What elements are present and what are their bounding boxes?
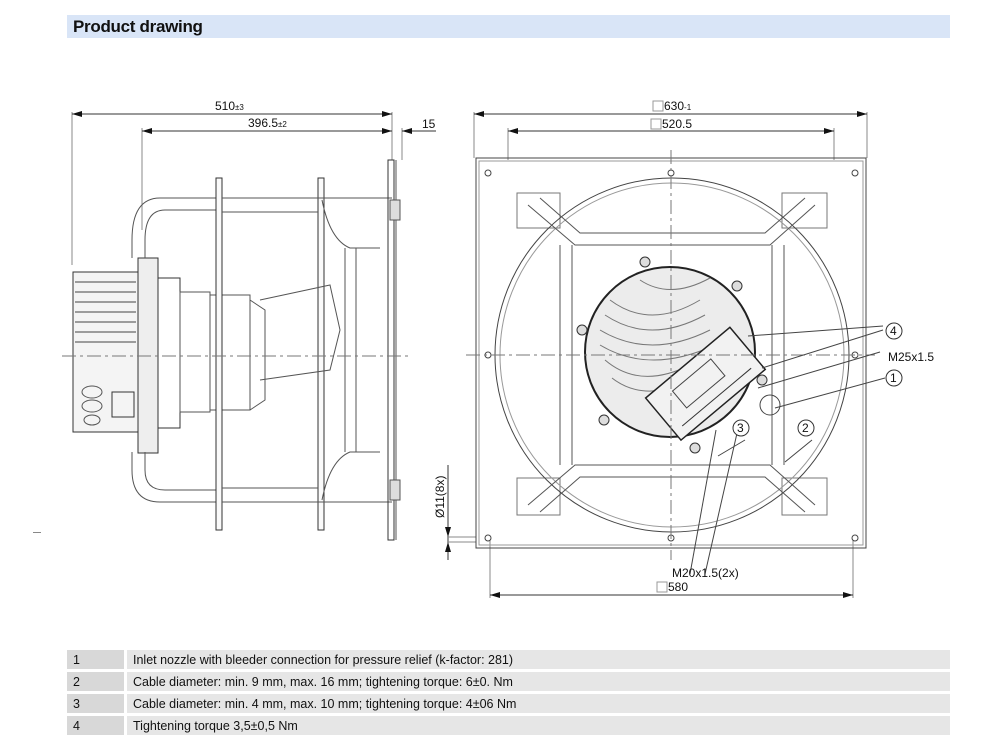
svg-text:630-1: 630-1: [664, 99, 692, 113]
section-header: Product drawing: [67, 15, 950, 38]
legend-row: 1 Inlet nozzle with bleeder connection f…: [67, 650, 950, 669]
side-view: [62, 111, 476, 560]
dim-overall-length: 510±3: [215, 99, 244, 113]
svg-text:520.5: 520.5: [662, 117, 692, 131]
legend-row: 2 Cable diameter: min. 9 mm, max. 16 mm;…: [67, 672, 950, 691]
legend-row: 3 Cable diameter: min. 4 mm, max. 10 mm;…: [67, 694, 950, 713]
callout-2-circle: [797, 419, 815, 437]
dim-inner-square: 520.5: [650, 117, 692, 131]
callout-3-circle: [732, 419, 750, 437]
legend-number: 2: [67, 672, 127, 691]
callout-1: 1: [890, 371, 897, 385]
section-title: Product drawing: [73, 17, 203, 36]
callout-2: 2: [802, 421, 809, 435]
callout-4: 4: [890, 324, 897, 338]
dim-inner-length: 396.5±2: [248, 116, 287, 130]
legend-text: Inlet nozzle with bleeder connection for…: [127, 650, 950, 669]
legend-text: Cable diameter: min. 4 mm, max. 10 mm; t…: [127, 694, 950, 713]
label-m25-thread: M25x1.5: [888, 350, 934, 364]
callout-3: 3: [737, 421, 744, 435]
dim-flange-thickness: 15: [422, 117, 436, 131]
legend-table: 1 Inlet nozzle with bleeder connection f…: [67, 647, 950, 738]
legend-text: Cable diameter: min. 9 mm, max. 16 mm; t…: [127, 672, 950, 691]
legend-number: 1: [67, 650, 127, 669]
legend-row: 4 Tightening torque 3,5±0,5 Nm: [67, 716, 950, 735]
front-view: [466, 111, 903, 598]
dim-outer-square: 630-1: [652, 99, 692, 113]
legend-number: 3: [67, 694, 127, 713]
legend-number: 4: [67, 716, 127, 735]
dim-bottom-square: 580: [656, 580, 688, 594]
svg-text:580: 580: [668, 580, 688, 594]
divider-mark: [33, 532, 41, 533]
callout-4-circle: [885, 322, 903, 340]
product-drawing: 510±3 396.5±2 15 Ø11(8x): [62, 99, 934, 598]
callout-1-circle: [885, 369, 903, 387]
label-m20-thread: M20x1.5(2x): [672, 566, 739, 580]
legend-text: Tightening torque 3,5±0,5 Nm: [127, 716, 950, 735]
dim-hole-diameter: Ø11(8x): [433, 476, 447, 518]
